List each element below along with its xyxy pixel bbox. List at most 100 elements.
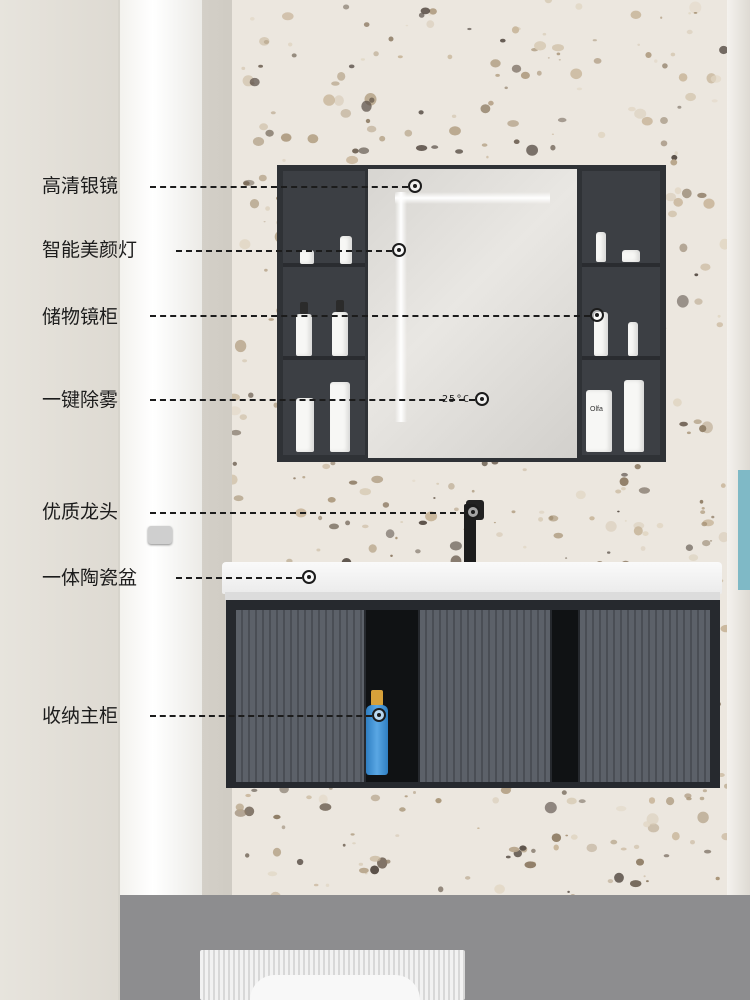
terrazzo-speck <box>671 154 678 161</box>
terrazzo-speck <box>245 793 251 798</box>
terrazzo-speck <box>306 795 312 800</box>
terrazzo-speck <box>505 855 511 859</box>
slipper <box>250 975 420 1000</box>
terrazzo-speck <box>449 541 462 551</box>
leader-line <box>150 186 408 188</box>
terrazzo-speck <box>523 545 527 549</box>
terrazzo-speck <box>660 117 668 124</box>
terrazzo-speck <box>679 421 688 427</box>
terrazzo-speck <box>480 104 491 114</box>
terrazzo-speck <box>633 844 640 850</box>
terrazzo-speck <box>550 144 556 151</box>
target-marker <box>392 243 406 257</box>
terrazzo-speck <box>288 42 293 47</box>
terrazzo-speck <box>720 483 726 488</box>
terrazzo-speck <box>567 890 570 894</box>
bottle <box>296 314 312 356</box>
terrazzo-speck <box>488 100 494 106</box>
bottle <box>296 398 314 452</box>
terrazzo-speck <box>621 472 628 477</box>
terrazzo-speck <box>307 134 319 144</box>
terrazzo-speck <box>699 425 707 433</box>
terrazzo-speck <box>293 477 296 480</box>
terrazzo-speck <box>709 540 713 542</box>
terrazzo-speck <box>323 94 335 106</box>
terrazzo-speck <box>234 339 247 353</box>
terrazzo-speck <box>438 886 444 893</box>
leader-line <box>150 315 590 317</box>
terrazzo-speck <box>673 197 683 207</box>
terrazzo-speck <box>241 66 246 70</box>
label-hd-silver-mirror: 高清银镜 <box>42 175 119 197</box>
bottle <box>628 322 638 356</box>
terrazzo-speck <box>318 794 328 804</box>
terrazzo-speck <box>576 87 583 91</box>
terrazzo-speck <box>640 546 646 551</box>
terrazzo-speck <box>365 118 371 124</box>
terrazzo-speck <box>552 44 564 52</box>
leader-line <box>150 512 466 514</box>
terrazzo-speck <box>258 64 263 68</box>
bottle <box>596 232 606 262</box>
terrazzo-speck <box>624 519 627 522</box>
glass-panel <box>738 470 750 590</box>
terrazzo-speck <box>493 521 496 524</box>
terrazzo-speck <box>362 524 369 529</box>
terrazzo-speck <box>704 849 712 854</box>
terrazzo-speck <box>663 854 670 858</box>
label-quality-faucet: 优质龙头 <box>42 501 119 523</box>
terrazzo-speck <box>702 789 707 793</box>
terrazzo-speck <box>327 497 336 503</box>
terrazzo-speck <box>361 100 372 112</box>
terrazzo-speck <box>605 521 617 532</box>
terrazzo-speck <box>711 99 718 103</box>
terrazzo-speck <box>630 10 642 19</box>
terrazzo-speck <box>693 12 698 14</box>
terrazzo-speck <box>508 846 520 853</box>
terrazzo-speck <box>352 148 359 154</box>
terrazzo-speck <box>681 188 692 199</box>
terrazzo-speck <box>490 59 501 68</box>
terrazzo-speck <box>272 847 282 857</box>
terrazzo-speck <box>322 463 331 470</box>
terrazzo-speck <box>621 487 626 491</box>
terrazzo-speck <box>359 488 371 496</box>
terrazzo-speck <box>561 790 567 795</box>
terrazzo-speck <box>526 144 538 156</box>
terrazzo-speck <box>507 120 519 127</box>
label-integrated-ceramic-basin: 一体陶瓷盆 <box>42 567 138 589</box>
terrazzo-speck <box>418 520 428 525</box>
target-marker <box>475 392 489 406</box>
terrazzo-speck <box>634 464 641 470</box>
terrazzo-speck <box>719 238 727 250</box>
terrazzo-speck <box>556 52 561 56</box>
terrazzo-speck <box>496 532 503 537</box>
terrazzo-speck <box>495 73 500 77</box>
terrazzo-speck <box>717 314 721 318</box>
terrazzo-speck <box>519 845 527 851</box>
terrazzo-speck <box>265 129 274 137</box>
terrazzo-speck <box>252 137 265 146</box>
terrazzo-speck <box>325 883 330 887</box>
terrazzo-speck <box>436 482 440 485</box>
target-marker <box>302 570 316 584</box>
terrazzo-speck <box>699 796 705 801</box>
terrazzo-speck <box>467 27 472 31</box>
label-smart-beauty-light: 智能美颜灯 <box>42 239 138 261</box>
terrazzo-speck <box>553 532 564 539</box>
terrazzo-speck <box>429 8 437 15</box>
terrazzo-speck <box>250 17 255 21</box>
terrazzo-speck <box>677 105 682 109</box>
terrazzo-speck <box>628 106 636 112</box>
target-marker <box>372 708 386 722</box>
target-marker <box>466 505 480 519</box>
terrazzo-speck <box>539 510 545 514</box>
terrazzo-speck <box>531 848 536 854</box>
leader-line <box>176 250 392 252</box>
terrazzo-speck <box>686 431 691 435</box>
terrazzo-speck <box>697 811 709 824</box>
terrazzo-speck <box>536 70 542 76</box>
terrazzo-speck <box>511 26 520 34</box>
terrazzo-speck <box>548 515 559 522</box>
terrazzo-speck <box>471 489 475 493</box>
